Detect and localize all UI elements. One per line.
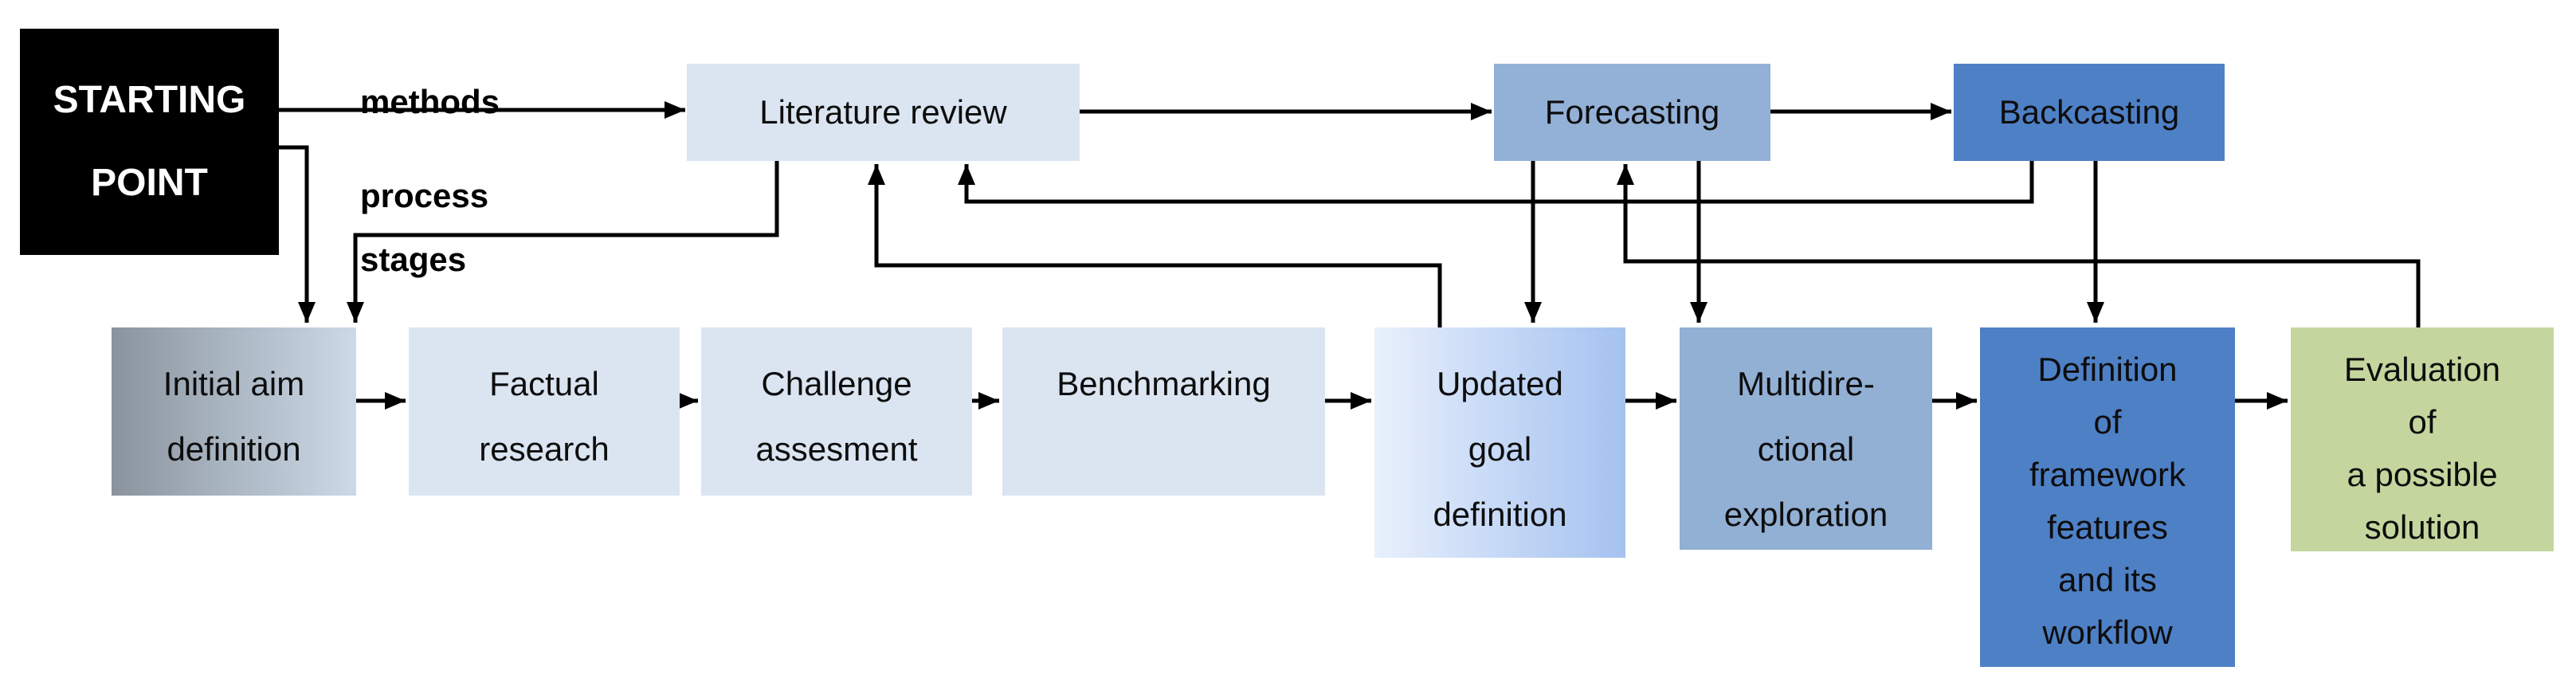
initial-aim-line1: Initial aim [163,365,305,402]
node-factual-research: Factual research [409,327,680,496]
evaluation-line3: a possible [2347,456,2498,493]
node-initial-aim-definition: Initial aim definition [112,327,356,496]
challenge-line1: Challenge [761,365,912,402]
edge-literature-review-to-initial-aim [347,161,779,323]
evaluation-line1: Evaluation [2343,351,2501,388]
definition-line4: features [2047,508,2168,546]
updated-goal-line2: goal [1468,430,1532,468]
definition-line1: Definition [2037,351,2178,388]
benchmarking-label: Benchmarking [1057,365,1271,402]
node-challenge-assesment: Challenge assesment [701,327,972,496]
challenge-line2: assesment [755,430,918,468]
backcasting-label: Backcasting [1998,93,2180,131]
edge-backcasting-to-literature-review [958,161,2034,204]
starting-point-line2: POINT [91,162,208,204]
factual-line2: research [479,430,610,468]
node-literature-review: Literature review [687,64,1080,161]
literature-review-label: Literature review [759,93,1007,131]
evaluation-line2: of [2408,403,2437,441]
label-stages: stages [360,241,467,278]
label-process-stages: process stages [360,164,488,292]
evaluation-line4: solution [2364,508,2480,546]
multidirectional-line2: ctional [1757,430,1855,468]
node-benchmarking: Benchmarking [1002,327,1325,496]
multidirectional-line1: Multidire- [1737,365,1875,402]
definition-line3: framework [2029,456,2186,493]
updated-goal-line1: Updated [1437,365,1563,402]
node-multidirectional-exploration: Multidire- ctional exploration [1680,327,1932,550]
multidirectional-line3: exploration [1723,496,1888,533]
node-definition-of-framework: Definition of framework features and its… [1980,327,2235,667]
node-evaluation-of-solution: Evaluation of a possible solution [2291,327,2554,551]
definition-line6: workflow [2042,614,2173,651]
edge-evaluation-to-forecasting [1617,164,2421,327]
forecasting-label: Forecasting [1544,93,1720,131]
factual-line1: Factual [489,365,599,402]
label-process: process [360,177,489,214]
starting-point-box: STARTING POINT [20,29,279,255]
definition-line2: of [2093,403,2122,441]
label-methods: methods [360,83,500,120]
starting-point-line1: STARTING [53,79,246,121]
node-updated-goal-definition: Updated goal definition [1374,327,1625,558]
node-backcasting: Backcasting [1954,64,2225,161]
edge-updated-goal-to-literature-review [868,164,1442,327]
definition-line5: and its [2058,561,2157,598]
edge-process-stages-to-initial-aim [279,145,316,323]
updated-goal-line3: definition [1433,496,1567,533]
initial-aim-line2: definition [167,430,301,468]
node-forecasting: Forecasting [1494,64,1770,161]
